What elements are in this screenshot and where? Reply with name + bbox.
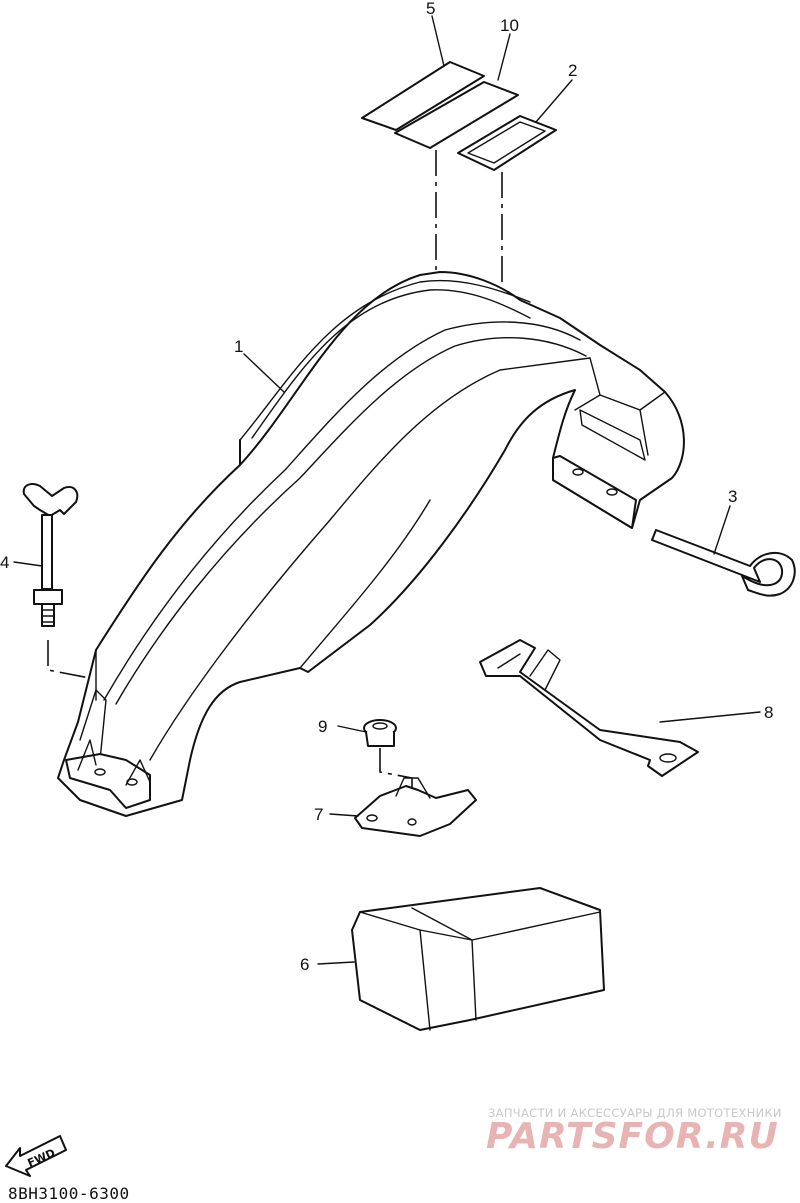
part-1-rear-fender [57,271,685,817]
callout-3: 3 [728,487,737,506]
part-10-decal [394,81,519,149]
drawing-code: 8BH3100-6300 [8,1184,130,1203]
callout-1: 1 [234,337,243,356]
watermark-tagline: ЗАПЧАСТИ И АКСЕССУАРЫ ДЛЯ МОТОТЕХНИКИ [488,1106,782,1120]
callout-2: 2 [568,61,577,80]
callout-9: 9 [318,717,327,736]
part-9-grommet [363,719,397,747]
callout-7: 7 [314,805,323,824]
part-6-cover-box [351,887,605,1031]
part-2-emblem [457,115,557,171]
callout-4: 4 [0,553,9,572]
part-5-decal [361,61,485,131]
leader-lines [13,15,761,965]
part-3-hook-rod [651,529,796,597]
watermark-brand: PARTSFOR.RU [486,1116,779,1157]
part-4-wing-bolt [22,483,79,627]
part-7-stay-plate [354,777,477,837]
callout-10: 10 [500,16,519,35]
fwd-arrow-icon: FWD [5,1135,67,1177]
callout-6: 6 [300,955,309,974]
callout-8: 8 [764,703,773,722]
callout-5: 5 [426,0,435,18]
part-8-bracket [479,639,699,777]
